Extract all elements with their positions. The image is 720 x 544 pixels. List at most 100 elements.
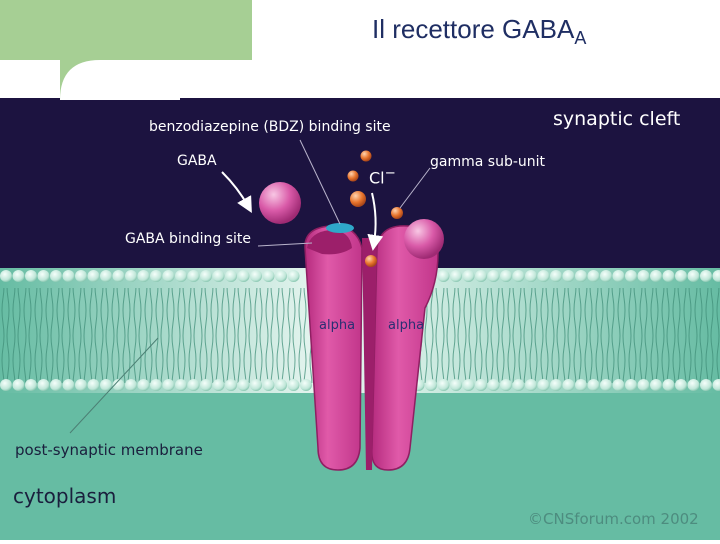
slide-title-text: Il recettore GABA <box>372 14 574 44</box>
lipid-head <box>575 270 587 282</box>
lipid-head <box>550 270 562 282</box>
lipid-head <box>600 379 612 391</box>
lipid-head <box>288 379 300 391</box>
lipid-head <box>263 270 275 282</box>
lipid-head <box>288 270 300 282</box>
lipid-head <box>450 379 462 391</box>
lipid-head <box>275 270 287 282</box>
chloride-ion <box>361 151 372 162</box>
lipid-head <box>675 379 687 391</box>
gaba-label: GABA <box>177 153 217 169</box>
lipid-head <box>50 270 62 282</box>
slide-title: Il recettore GABAA <box>372 14 586 49</box>
chloride-ion <box>391 207 403 219</box>
chloride-label: Cl− <box>369 166 396 187</box>
chloride-charge: − <box>385 166 396 181</box>
lipid-head <box>575 379 587 391</box>
lipid-head <box>38 270 50 282</box>
lipid-head <box>463 270 475 282</box>
lipid-head <box>138 379 150 391</box>
alpha-left-label: alpha <box>319 318 355 333</box>
lipid-head <box>0 270 12 282</box>
lipid-head <box>500 270 512 282</box>
bdz-site-label: benzodiazepine (BDZ) binding site <box>149 119 391 135</box>
lipid-head <box>550 379 562 391</box>
gamma-subunit-label: gamma sub-unit <box>430 154 545 170</box>
lipid-head <box>638 379 650 391</box>
lipid-head <box>50 379 62 391</box>
lipid-head <box>163 379 175 391</box>
gamma-subunit-molecule <box>404 219 444 259</box>
alpha-right-label: alpha <box>388 318 424 333</box>
lipid-head <box>475 270 487 282</box>
lipid-head <box>150 379 162 391</box>
lipid-head <box>625 379 637 391</box>
lipid-head <box>425 379 437 391</box>
lipid-head <box>238 379 250 391</box>
lipid-head <box>200 270 212 282</box>
lipid-head <box>275 379 287 391</box>
lipid-head <box>450 270 462 282</box>
lipid-head <box>488 270 500 282</box>
synaptic-cleft-label: synaptic cleft <box>553 108 680 130</box>
title-divider-curve-shape <box>60 60 180 100</box>
lipid-head <box>138 270 150 282</box>
lipid-head <box>88 379 100 391</box>
lipid-head <box>438 379 450 391</box>
lipid-head <box>200 379 212 391</box>
lipid-head <box>513 270 525 282</box>
post-synaptic-membrane-label: post-synaptic membrane <box>15 441 203 459</box>
lipid-head <box>188 379 200 391</box>
lipid-head <box>263 379 275 391</box>
lipid-head <box>150 270 162 282</box>
chloride-ion <box>365 255 377 267</box>
lipid-head <box>650 270 662 282</box>
lipid-head <box>163 270 175 282</box>
bdz-binding-site <box>326 223 354 233</box>
title-accent-block <box>0 0 252 60</box>
cytoplasm-label: cytoplasm <box>13 484 116 508</box>
lipid-head <box>563 379 575 391</box>
lipid-head <box>13 379 25 391</box>
lipid-head <box>525 270 537 282</box>
lipid-head <box>688 270 700 282</box>
lipid-head <box>463 379 475 391</box>
lipid-head <box>0 379 12 391</box>
lipid-head <box>25 379 37 391</box>
lipid-head <box>75 270 87 282</box>
lipid-head <box>688 379 700 391</box>
lipid-head <box>525 379 537 391</box>
lipid-head <box>700 379 712 391</box>
slide-title-subscript: A <box>574 28 586 48</box>
lipid-head <box>638 270 650 282</box>
lipid-head <box>600 270 612 282</box>
lipid-head <box>250 379 262 391</box>
lipid-head <box>563 270 575 282</box>
lipid-head <box>100 270 112 282</box>
title-divider-curve <box>60 60 180 100</box>
lipid-head <box>613 270 625 282</box>
chloride-ion <box>350 191 366 207</box>
lipid-head <box>588 270 600 282</box>
diagram-canvas <box>0 98 720 540</box>
gaba-binding-site-label: GABA binding site <box>125 231 251 247</box>
lipid-head <box>675 270 687 282</box>
copyright-label: ©CNSforum.com 2002 <box>528 510 699 528</box>
lipid-head <box>113 270 125 282</box>
lipid-head <box>650 379 662 391</box>
lipid-head <box>513 379 525 391</box>
lipid-head <box>63 379 75 391</box>
lipid-head <box>75 379 87 391</box>
lipid-head <box>125 270 137 282</box>
lipid-head <box>538 270 550 282</box>
chloride-ion <box>348 171 359 182</box>
lipid-head <box>88 270 100 282</box>
lipid-head <box>300 379 312 391</box>
lipid-head <box>175 379 187 391</box>
lipid-head <box>488 379 500 391</box>
lipid-head <box>25 270 37 282</box>
lipid-head <box>225 270 237 282</box>
lipid-head <box>63 270 75 282</box>
lipid-head <box>700 270 712 282</box>
chloride-symbol: Cl <box>369 168 385 187</box>
